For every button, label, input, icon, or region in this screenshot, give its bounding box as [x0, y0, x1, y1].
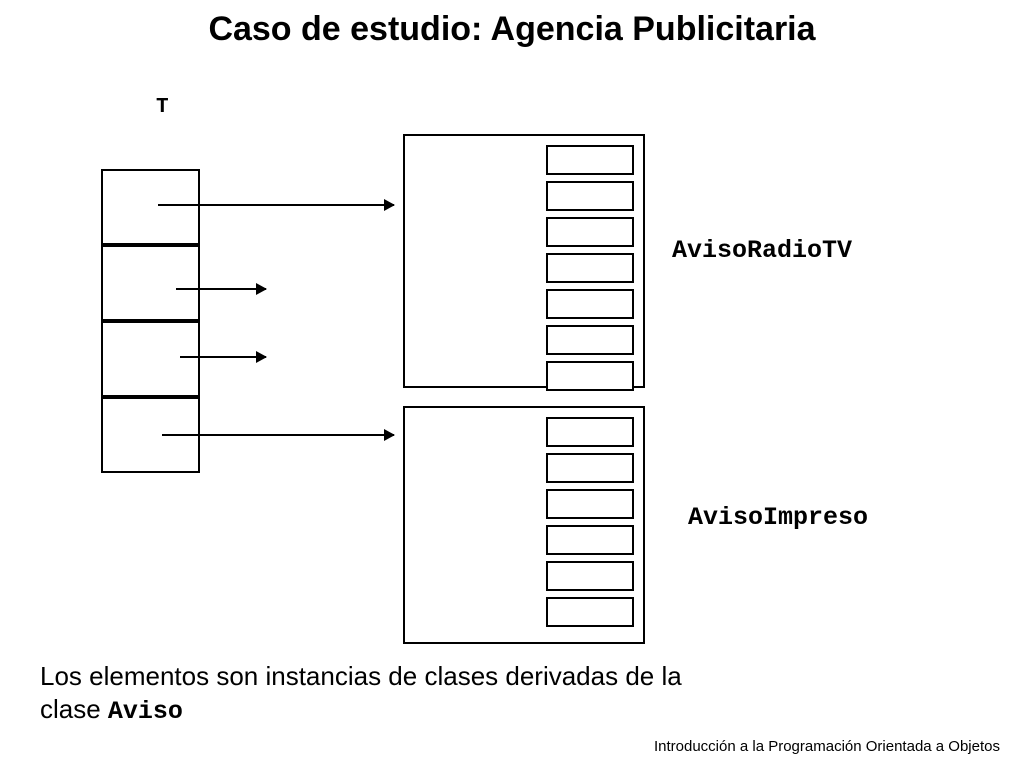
object-field	[546, 561, 634, 591]
object-box-avisoimpreso	[403, 406, 645, 644]
arrow-cell-3-to-avisoimpreso	[162, 429, 395, 441]
arrow-cell-2-short	[180, 351, 267, 363]
object-field	[546, 217, 634, 247]
arrow-cell-0-to-avisoradiotv	[158, 199, 395, 211]
array-cell-0	[101, 169, 200, 245]
object-field	[546, 361, 634, 391]
footer-text: Introducción a la Programación Orientada…	[653, 738, 1000, 755]
array-t	[101, 169, 200, 475]
object-field	[546, 597, 634, 627]
caption-line-2-prefix: clase	[40, 694, 108, 725]
object-field	[546, 289, 634, 319]
object-box-avisoradiotv	[403, 134, 645, 391]
field-stack-avisoradiotv	[546, 145, 634, 391]
page-title: Caso de estudio: Agencia Publicitaria	[208, 10, 816, 48]
object-field	[546, 145, 634, 175]
field-stack-avisoimpreso	[546, 417, 634, 627]
caption-line-1: Los elementos son instancias de clases d…	[40, 661, 682, 691]
object-field	[546, 453, 634, 483]
object-field	[546, 325, 634, 355]
array-cell-1	[101, 245, 200, 321]
object-field	[546, 417, 634, 447]
class-label-avisoimpreso: AvisoImpreso	[688, 503, 869, 532]
arrow-cell-1-short	[176, 283, 267, 295]
class-label-avisoradiotv: AvisoRadioTV	[672, 236, 853, 265]
object-field	[546, 181, 634, 211]
array-cell-2	[101, 321, 200, 397]
object-field	[546, 525, 634, 555]
object-field	[546, 489, 634, 519]
object-field	[546, 253, 634, 283]
array-label-t: T	[156, 96, 169, 119]
caption: Los elementos son instancias de clases d…	[40, 660, 940, 728]
caption-line-2-class: Aviso	[107, 697, 183, 727]
